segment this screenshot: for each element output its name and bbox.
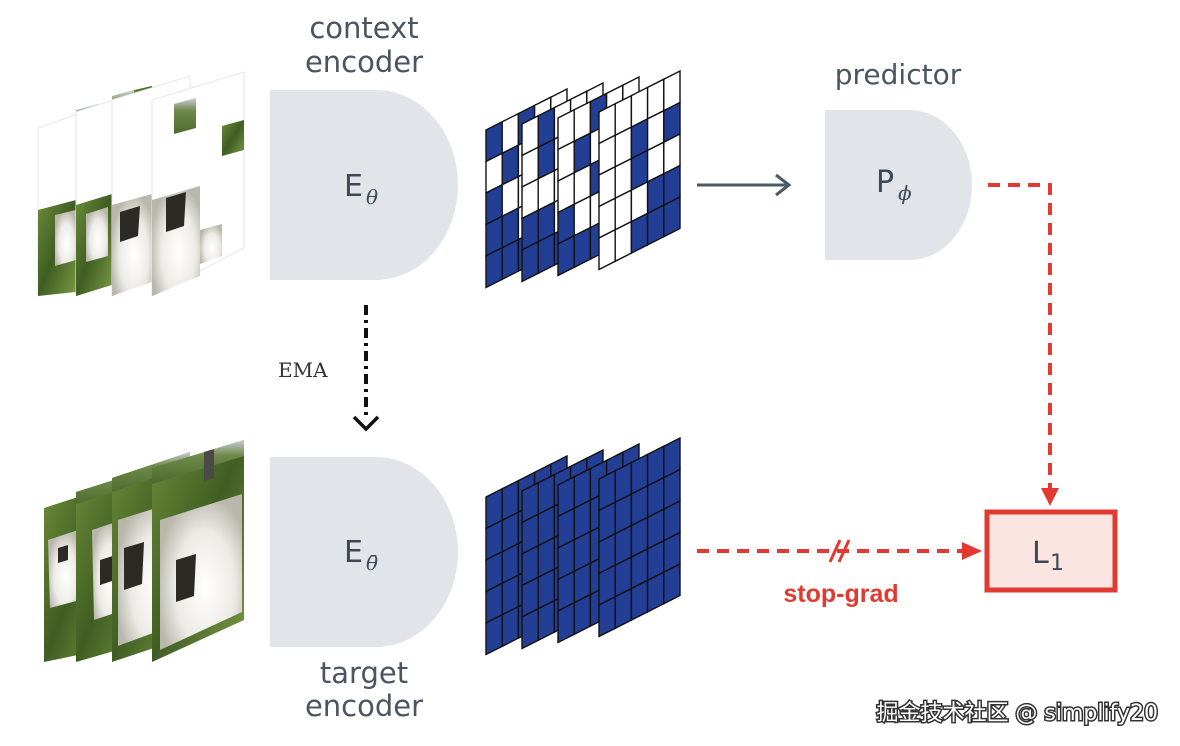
context-encoder-symbol: E (344, 169, 363, 204)
predictor-label: predictor (835, 58, 962, 91)
context-frame-4 (151, 71, 245, 297)
context-encoder-label-line2: encoder (305, 45, 423, 79)
target-encoder-label-line2: encoder (305, 689, 423, 723)
predictor-subscript: ϕ (898, 181, 912, 205)
target-encoder-subscript: θ̄ (366, 551, 378, 575)
stop-grad-arrow (697, 539, 982, 563)
ema-label: EMA (278, 358, 328, 382)
target-token-grids (485, 436, 681, 656)
predictor-symbol: P (876, 165, 894, 200)
target-encoder-label-line1: target (320, 656, 408, 690)
target-token-grid-4 (598, 436, 681, 638)
stop-grad-label: stop-grad (783, 580, 898, 608)
target-image-frames (44, 440, 244, 662)
target-encoder-symbol: E (344, 535, 363, 570)
loss-box (984, 509, 1118, 593)
target-frame-4 (152, 440, 244, 662)
context-token-token (663, 195, 681, 238)
target-encoder-block (270, 457, 458, 647)
arrow-to-predictor (697, 173, 792, 197)
context-encoder-block (270, 90, 458, 280)
loss-subscript: 1 (1050, 551, 1064, 576)
context-token-grids (485, 69, 681, 289)
loss-symbol: L (1032, 536, 1049, 571)
context-encoder-label-line1: context (309, 11, 418, 45)
ema-arrow (352, 305, 380, 432)
target-token-token (663, 562, 681, 605)
context-token-grid-4 (598, 69, 681, 271)
watermark-text: 掘金技术社区 @ simplify20 (876, 701, 1158, 726)
predictor-to-loss-arrow (988, 183, 1059, 506)
context-image-frames (37, 71, 245, 297)
context-encoder-subscript: θ (366, 185, 378, 209)
predictor-block (825, 110, 972, 260)
